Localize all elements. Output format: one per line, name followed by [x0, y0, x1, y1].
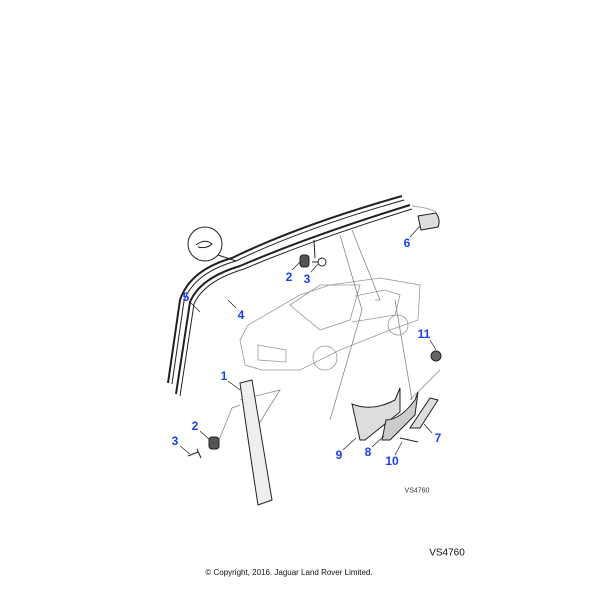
screw-part: [317, 257, 327, 267]
car-outline: [239, 277, 421, 371]
callout-11[interactable]: 11: [417, 327, 431, 341]
callout-4[interactable]: 4: [237, 308, 245, 322]
callout-10[interactable]: 10: [385, 454, 399, 468]
bracket-part-8: [381, 391, 419, 441]
b-post-trim-part: [239, 379, 273, 506]
callout-1[interactable]: 1: [220, 369, 228, 383]
drawing-ref: VS4760: [404, 487, 430, 495]
callout-7[interactable]: 7: [434, 431, 442, 445]
callout-3-lower[interactable]: 3: [171, 434, 179, 448]
bracket-part-9: [351, 387, 401, 441]
callout-2[interactable]: 2: [285, 270, 293, 284]
grommet-part-lower: [208, 436, 220, 450]
footer-ref: VS4760: [429, 547, 465, 559]
clip-detail-circle: [187, 226, 237, 262]
pin-part-10: [399, 437, 419, 443]
callout-5[interactable]: 5: [182, 290, 190, 304]
callout-2-lower[interactable]: 2: [191, 419, 199, 433]
callout-3[interactable]: 3: [303, 272, 311, 286]
end-cap-part: [417, 212, 440, 231]
seal-part-7: [409, 397, 439, 429]
grommet-part-11: [430, 350, 442, 362]
door-frame-moulding: [167, 195, 413, 397]
copyright-text: © Copyright, 2016. Jaguar Land Rover Lim…: [205, 568, 373, 577]
callout-6[interactable]: 6: [403, 236, 411, 250]
grommet-part: [299, 254, 310, 268]
callout-9[interactable]: 9: [335, 448, 343, 462]
callout-8[interactable]: 8: [364, 445, 372, 459]
screw-part-lower: [187, 448, 202, 459]
